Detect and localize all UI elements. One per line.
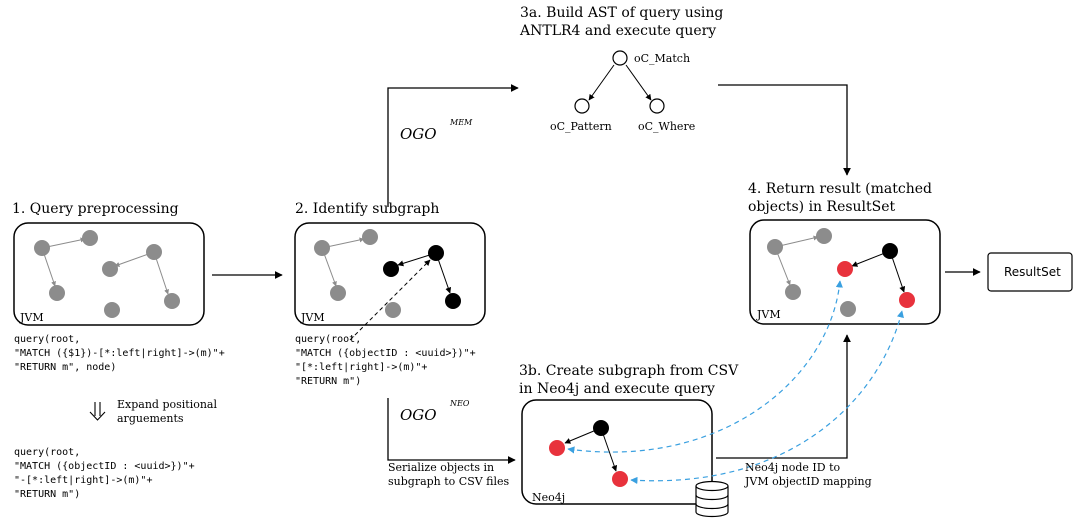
step4-title: objects) in ResultSet	[748, 199, 896, 215]
step2-box-label: JVM	[301, 311, 325, 324]
step3a-title: ANTLR4 and execute query	[520, 23, 717, 39]
graph-node	[816, 228, 832, 244]
serialize-note: Serialize objects in	[388, 461, 495, 474]
mapping-arrow	[630, 310, 904, 484]
step4-box-label: JVM	[757, 308, 781, 321]
step2-jvm-box	[294, 222, 486, 326]
step1-title: 1. Query preprocessing	[12, 201, 179, 217]
database-icon	[695, 480, 729, 518]
step1-jvm-box	[13, 222, 205, 326]
ast-node-left	[574, 98, 590, 114]
resultset-label: ResultSet	[1004, 265, 1061, 279]
arrow-step3a-to-step4	[718, 84, 851, 176]
neo4j-node	[593, 420, 609, 436]
graph-node	[104, 302, 120, 318]
ast-node-root	[612, 50, 628, 66]
graph-node	[82, 230, 98, 246]
ast-label-right: oC_Where	[638, 120, 696, 133]
subgraph-node	[383, 261, 399, 277]
double-down-arrow-icon	[89, 402, 106, 421]
ogo-neo-superscript: NEO	[450, 399, 470, 408]
step3b-box-label: Neo4j	[532, 491, 566, 504]
arrow-step3b-to-step4	[716, 334, 851, 459]
step2-code-line: query(root,	[295, 334, 362, 345]
graph-node	[146, 244, 162, 260]
graph-node	[385, 302, 401, 318]
result-node	[549, 440, 565, 456]
graph-node	[785, 284, 801, 300]
expand-note: arguements	[117, 412, 184, 425]
step2-title: 2. Identify subgraph	[295, 201, 440, 217]
step1-code-line: "MATCH ({$1})-[*:left|right]->(m)"+	[14, 348, 225, 359]
expanded-code-line: "RETURN m")	[14, 489, 81, 500]
result-node	[612, 471, 628, 487]
ast-tree	[574, 50, 665, 114]
step4-jvm-box	[749, 219, 941, 325]
graph-node	[767, 239, 783, 255]
graph-node	[840, 301, 856, 317]
ast-node-right	[649, 98, 665, 114]
step3b-title: in Neo4j and execute query	[519, 381, 715, 397]
expanded-code-line: "MATCH ({objectID : <uuid>})"+	[14, 461, 195, 472]
step2-code-line: "MATCH ({objectID : <uuid>})"+	[295, 348, 476, 359]
step3a-title: 3a. Build AST of query using	[520, 5, 724, 21]
graph-node	[49, 285, 65, 301]
mapping-note: JVM objectID mapping	[745, 475, 872, 488]
ast-label-root: oC_Match	[634, 52, 691, 65]
graph-node	[164, 293, 180, 309]
graph-node	[102, 261, 118, 277]
ogo-mem-superscript: MEM	[450, 118, 473, 127]
step2-code-line: "RETURN m")	[295, 376, 362, 387]
step3b-title: 3b. Create subgraph from CSV	[519, 363, 739, 379]
arrow-step2-to-step3a	[387, 84, 519, 207]
result-node	[837, 261, 853, 277]
subgraph-node	[428, 245, 444, 261]
graph-node	[362, 229, 378, 245]
resultset-box	[987, 252, 1073, 292]
step2-code-line: "[*:left|right]->(m)"+	[295, 362, 428, 373]
ast-label-left: oC_Pattern	[550, 120, 612, 133]
expand-note: Expand positional	[117, 398, 218, 411]
arrow-step2-to-step3b	[387, 398, 516, 464]
expanded-code-line: query(root,	[14, 447, 81, 458]
dashed-pointer-to-root	[349, 259, 431, 341]
step1-code-line: query(root,	[14, 334, 81, 345]
ogo-neo-label: OGO	[400, 406, 437, 424]
graph-node	[34, 240, 50, 256]
serialize-note: subgraph to CSV files	[388, 475, 510, 488]
step1-code-line: "RETURN m", node)	[14, 362, 117, 373]
subgraph-node	[445, 293, 461, 309]
result-node	[899, 292, 915, 308]
mapping-note: Neo4j node ID to	[745, 461, 841, 474]
subgraph-node	[882, 243, 898, 259]
graph-node	[314, 240, 330, 256]
expanded-code-line: "-[*:left|right]->(m)"+	[14, 475, 153, 486]
ogo-mem-label: OGO	[400, 125, 437, 143]
graph-node	[330, 285, 346, 301]
step1-box-label: JVM	[20, 311, 44, 324]
step4-title: 4. Return result (matched	[748, 181, 932, 197]
